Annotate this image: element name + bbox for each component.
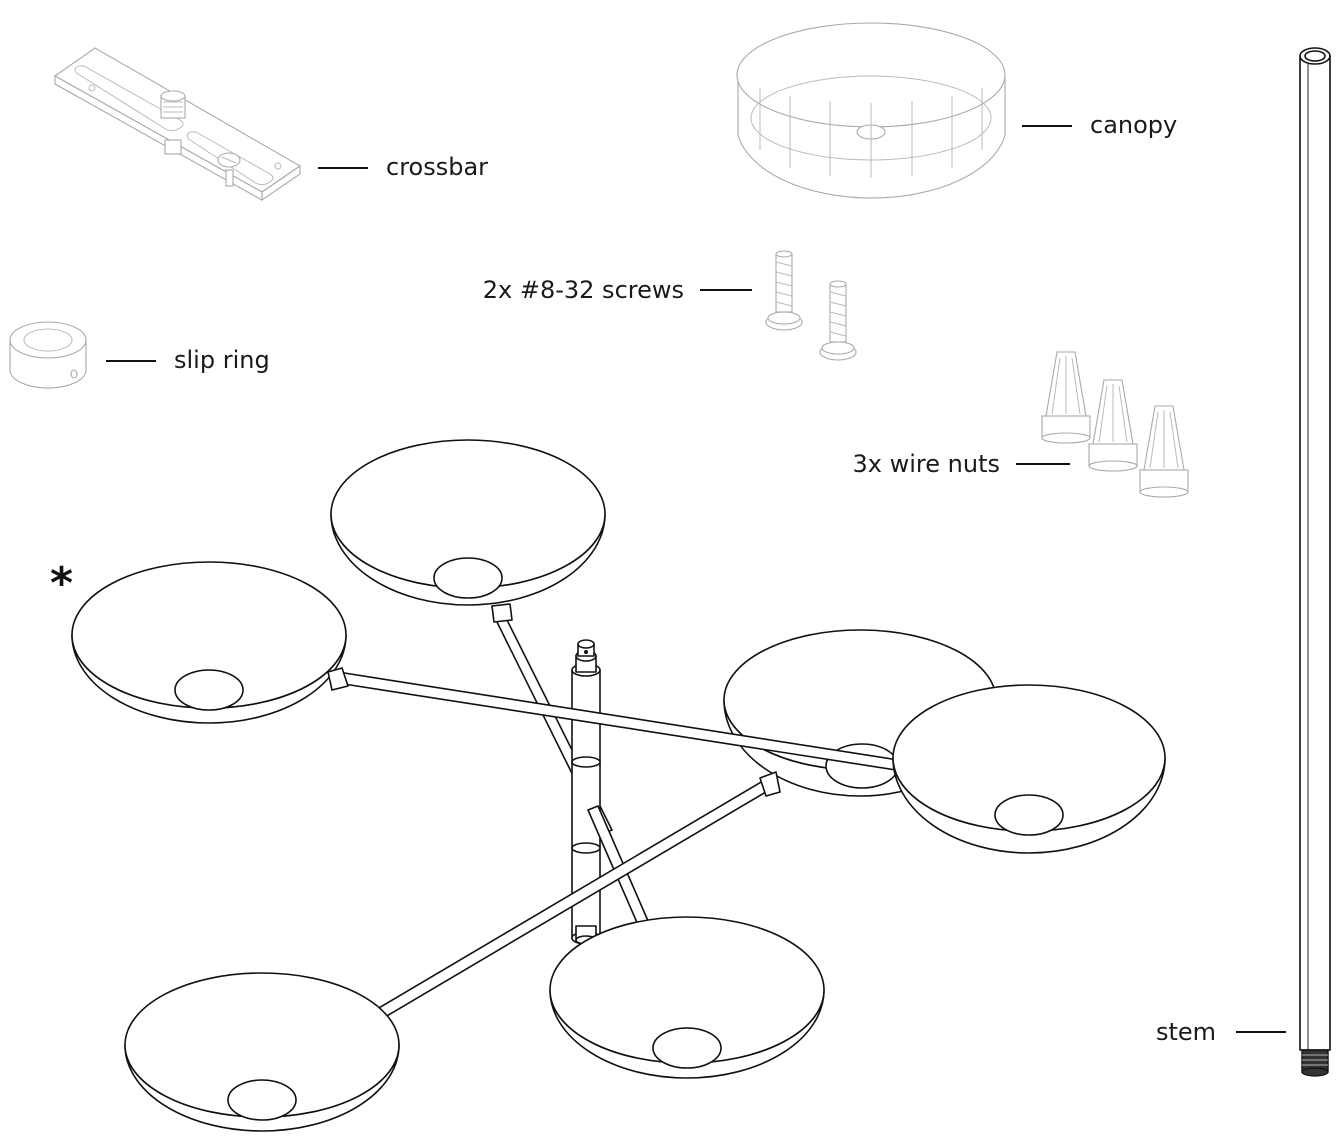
screws-illustration [765, 250, 857, 361]
screws-label: 2x #8-32 screws [483, 276, 684, 304]
canopy-label: canopy [1090, 111, 1177, 139]
shade-top-center [330, 439, 606, 606]
wire-nuts-label: 3x wire nuts [853, 450, 1000, 478]
shade-bottom-left [124, 972, 400, 1132]
wire-nuts-illustration [1041, 351, 1189, 498]
stem-illustration [1299, 47, 1331, 1077]
asterisk-marker: * [50, 558, 73, 609]
stem-label: stem [1156, 1018, 1216, 1046]
shade-bottom-center [549, 916, 825, 1079]
crossbar-illustration [53, 47, 302, 202]
fixture-body: * [50, 439, 1166, 1132]
slip-ring-label: slip ring [174, 346, 270, 374]
arm-clip-right [759, 771, 781, 797]
slip-ring-illustration [9, 321, 87, 389]
crossbar-label: crossbar [386, 153, 488, 181]
arm-clip-left [327, 667, 349, 691]
arm-clip [491, 603, 513, 623]
shade-right-front [892, 684, 1166, 854]
canopy-illustration [736, 22, 1006, 199]
shade-left [71, 561, 347, 724]
